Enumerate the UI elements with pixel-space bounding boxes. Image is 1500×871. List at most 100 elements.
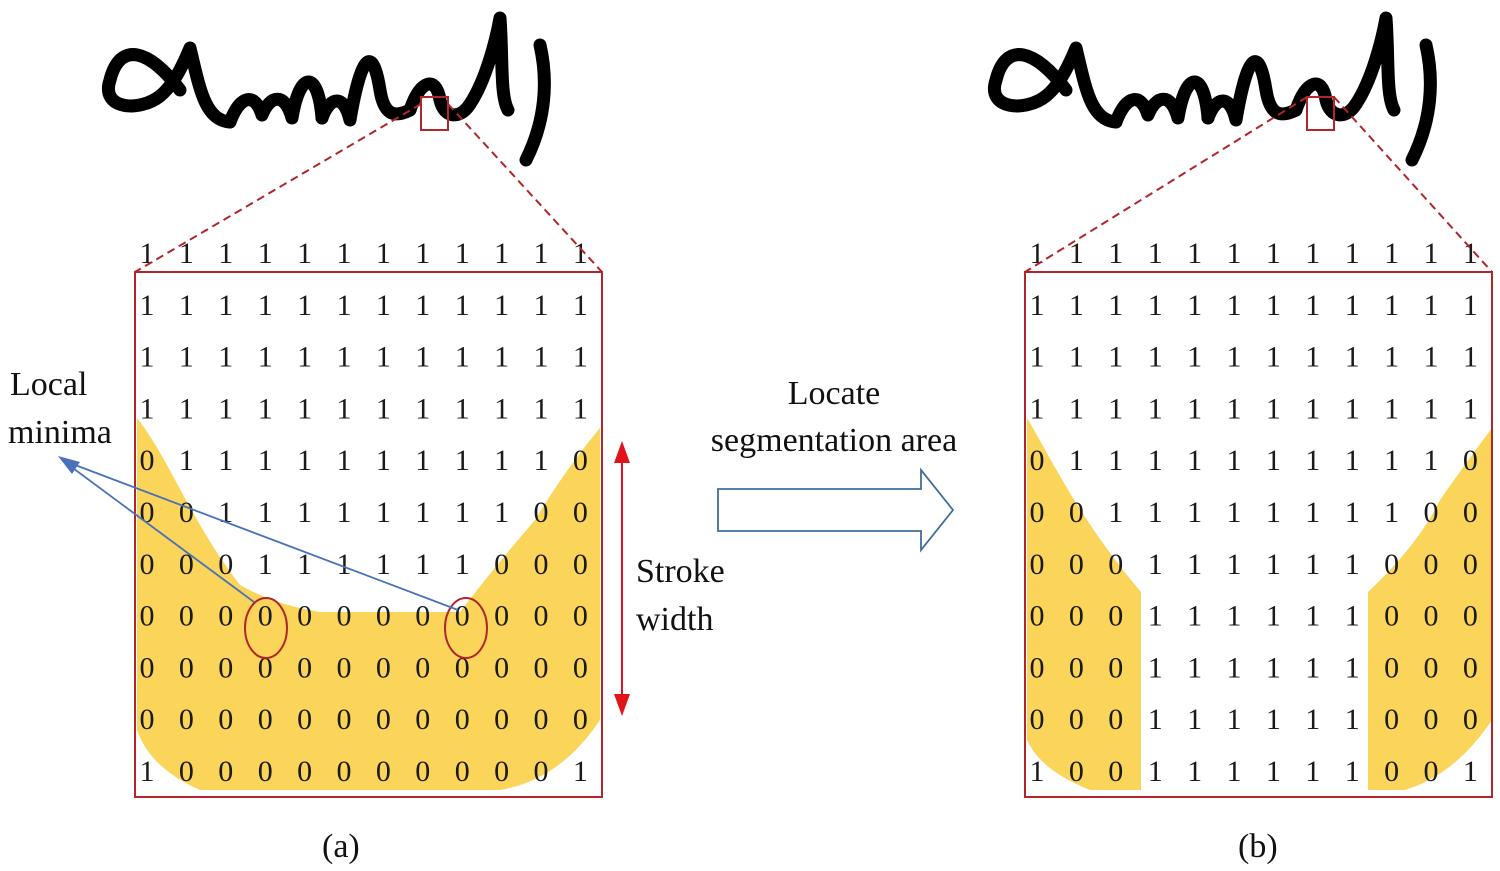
matrix-cell: 1	[1030, 755, 1045, 788]
zoom-line-b-right	[1333, 96, 1493, 273]
matrix-cell: 1	[1266, 289, 1281, 322]
matrix-cell: 0	[1424, 496, 1439, 529]
matrix-cell: 0	[1384, 548, 1399, 581]
matrix-cell: 1	[1345, 703, 1360, 736]
matrix-cell: 0	[258, 600, 273, 633]
matrix-cell: 1	[258, 237, 273, 270]
matrix-cell: 1	[1305, 237, 1320, 270]
matrix-cell: 1	[1384, 289, 1399, 322]
matrix-cell: 1	[1424, 444, 1439, 477]
matrix-cell: 1	[337, 392, 352, 425]
matrix-cell: 1	[218, 444, 233, 477]
matrix-cell: 1	[415, 548, 430, 581]
matrix-cell: 1	[455, 392, 470, 425]
matrix-cell: 0	[1030, 703, 1045, 736]
zoom-frame-a	[134, 271, 603, 798]
handwriting-stroke	[519, 38, 551, 167]
matrix-cell: 1	[1266, 341, 1281, 374]
matrix-cell: 0	[415, 600, 430, 633]
matrix-cell: 1	[297, 237, 312, 270]
stroke-width-label-1: Stroke	[636, 553, 725, 590]
matrix-cell: 1	[1187, 341, 1202, 374]
matrix-cell: 0	[218, 755, 233, 788]
matrix-cell: 1	[376, 237, 391, 270]
matrix-cell: 1	[1345, 341, 1360, 374]
matrix-cell: 1	[1227, 392, 1242, 425]
matrix-cell: 0	[534, 496, 549, 529]
matrix-cell: 0	[179, 496, 194, 529]
matrix-cell: 1	[494, 289, 509, 322]
handwriting-stroke	[403, 77, 477, 122]
matrix-cell: 1	[534, 237, 549, 270]
matrix-cell: 0	[376, 703, 391, 736]
matrix-cell: 1	[1305, 341, 1320, 374]
zoom-line-b-left	[1024, 96, 1308, 273]
matrix-cell: 1	[1227, 755, 1242, 788]
matrix-cell: 1	[494, 237, 509, 270]
matrix-cell: 1	[218, 237, 233, 270]
matrix-cell: 1	[1463, 392, 1478, 425]
matrix-cell: 1	[1305, 392, 1320, 425]
matrix-cell: 1	[1305, 289, 1320, 322]
matrix-cell: 0	[1069, 651, 1084, 684]
matrix-cell: 0	[297, 600, 312, 633]
matrix-cell: 1	[1384, 444, 1399, 477]
handwriting-stroke	[988, 41, 1123, 129]
matrix-cell: 0	[218, 548, 233, 581]
matrix-cell: 1	[1030, 289, 1045, 322]
matrix-cell: 1	[376, 496, 391, 529]
matrix-cell: 0	[1424, 548, 1439, 581]
matrix-cell: 0	[140, 548, 155, 581]
matrix-cell: 1	[1345, 651, 1360, 684]
matrix-cell: 1	[455, 289, 470, 322]
matrix-cell: 0	[573, 651, 588, 684]
minima-arrow-line-2	[61, 459, 459, 611]
matrix-cell: 1	[1305, 548, 1320, 581]
matrix-cell: 0	[376, 755, 391, 788]
matrix-cell: 0	[1463, 444, 1478, 477]
matrix-cell: 0	[415, 755, 430, 788]
matrix-cell: 1	[337, 237, 352, 270]
matrix-cell: 1	[1227, 703, 1242, 736]
matrix-cell: 1	[1227, 548, 1242, 581]
matrix-cell: 0	[140, 651, 155, 684]
matrix-cell: 1	[337, 444, 352, 477]
matrix-cell: 1	[1108, 237, 1123, 270]
locate-label-1: Locate	[788, 375, 881, 412]
matrix-cell: 1	[534, 341, 549, 374]
matrix-cell: 1	[455, 444, 470, 477]
matrix-cell: 0	[534, 703, 549, 736]
matrix-cell: 1	[337, 548, 352, 581]
matrix-cell: 1	[140, 341, 155, 374]
matrix-cell: 1	[1148, 444, 1163, 477]
matrix-cell: 0	[1424, 600, 1439, 633]
matrix-cell: 1	[1345, 600, 1360, 633]
matrix-cell: 1	[1305, 755, 1320, 788]
matrix-cell: 0	[337, 755, 352, 788]
matrix-cell: 1	[1266, 237, 1281, 270]
matrix-cell: 1	[1345, 392, 1360, 425]
matrix-cell: 1	[1266, 651, 1281, 684]
matrix-cell: 1	[573, 289, 588, 322]
matrix-cell: 1	[376, 548, 391, 581]
matrix-cell: 1	[1463, 755, 1478, 788]
matrix-cell: 0	[573, 548, 588, 581]
matrix-cell: 1	[1424, 341, 1439, 374]
matrix-cell: 1	[1148, 755, 1163, 788]
matrix-cell: 1	[1187, 444, 1202, 477]
handwriting-stroke	[102, 41, 237, 129]
matrix-cell: 1	[1069, 444, 1084, 477]
matrix-cell: 1	[1187, 548, 1202, 581]
matrix-cell: 1	[179, 341, 194, 374]
matrix-cell: 0	[1108, 755, 1123, 788]
matrix-cell: 1	[573, 341, 588, 374]
matrix-cell: 0	[1069, 600, 1084, 633]
matrix-cell: 1	[376, 289, 391, 322]
matrix-cell: 1	[1266, 392, 1281, 425]
matrix-cell: 1	[1424, 237, 1439, 270]
matrix-cell: 1	[1148, 237, 1163, 270]
matrix-cell: 1	[1266, 755, 1281, 788]
matrix-cell: 1	[1227, 341, 1242, 374]
matrix-cell: 0	[494, 548, 509, 581]
matrix-cell: 1	[1305, 600, 1320, 633]
